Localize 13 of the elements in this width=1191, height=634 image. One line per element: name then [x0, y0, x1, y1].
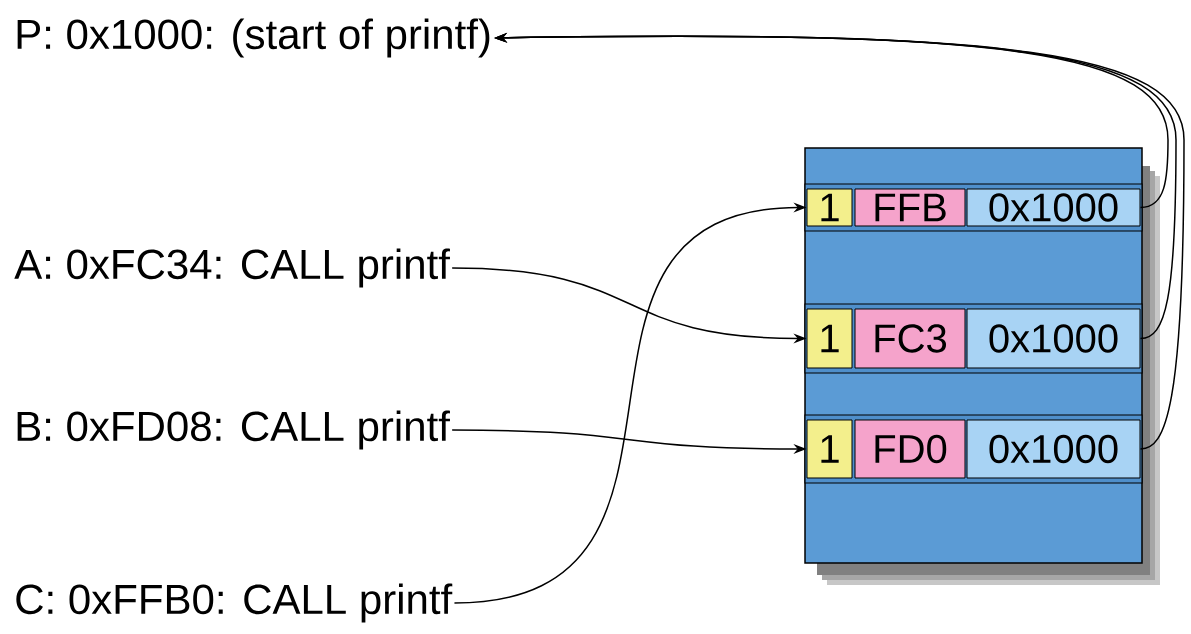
cache-cell: 1: [806, 419, 853, 479]
code-line: B: 0xFD08: CALL printf: [17, 410, 450, 450]
cache-cell: 0x1000: [966, 308, 1141, 369]
cache-cell: 1: [806, 188, 853, 227]
cache-cell: 0x1000: [966, 419, 1141, 479]
cache-cell: FFB: [854, 188, 966, 227]
code-line: P: 0x1000: (start of printf): [17, 18, 490, 58]
cache-cell: FD0: [854, 419, 966, 479]
cache-cell: 1: [806, 308, 853, 369]
code-line: C: 0xFFB0: CALL printf: [16, 583, 453, 623]
cache-cell: 0x1000: [966, 188, 1141, 227]
cache-cell: FC3: [854, 308, 966, 369]
code-line: A: 0xFC34: CALL printf: [14, 248, 450, 288]
